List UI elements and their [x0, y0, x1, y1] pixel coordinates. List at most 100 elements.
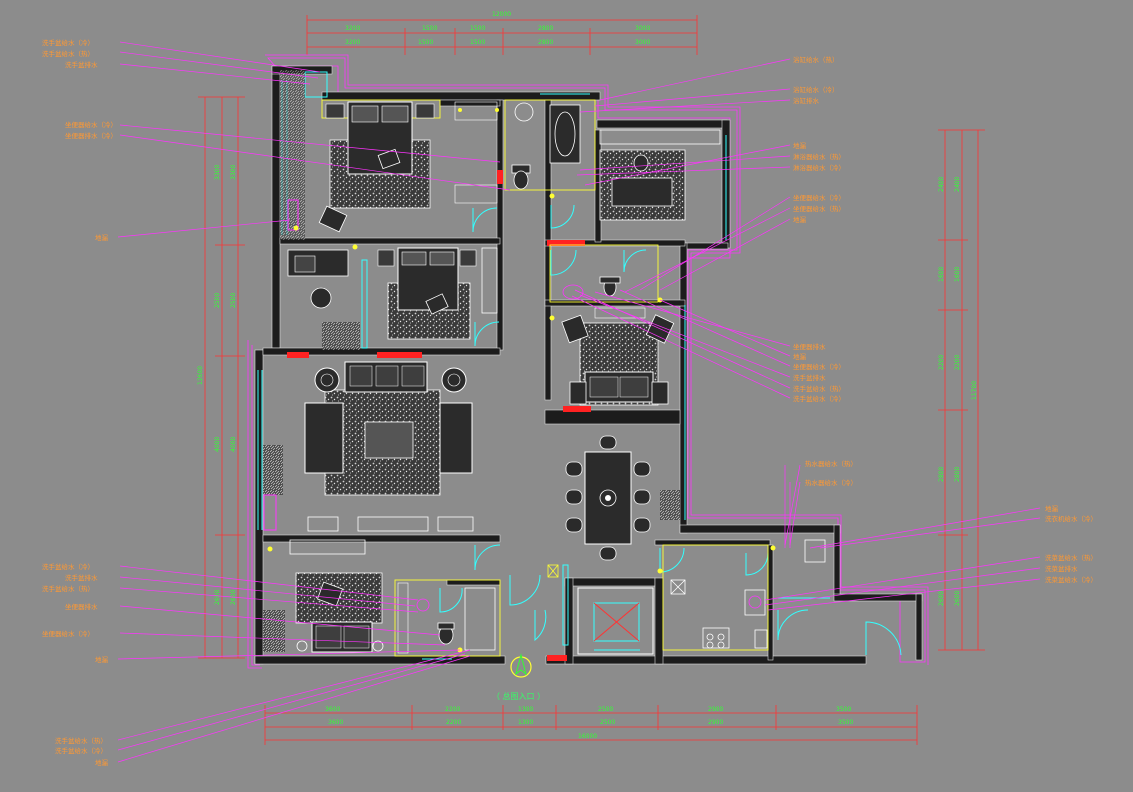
bottom-dimension-text: 3600 2200 1300 2500 2900 3500 3600 2200 …	[325, 706, 853, 740]
svg-text:2500: 2500	[230, 293, 237, 308]
svg-text:2200: 2200	[446, 719, 461, 726]
label-group-right-5: 热水器给水（热） 热水器给水（冷）	[805, 459, 857, 487]
label-left-bottom-5: 地漏	[95, 655, 109, 664]
svg-text:3500: 3500	[838, 719, 853, 726]
label-right4-1: 地漏	[793, 352, 807, 361]
svg-text:3200: 3200	[345, 25, 360, 32]
label-bottom-left-0: 洗手盆给水（热）	[55, 736, 107, 745]
columns	[287, 170, 591, 661]
label-group-right-top: 浴缸给水（热） 浴缸给水（冷） 浴缸排水	[793, 55, 839, 105]
svg-text:3600: 3600	[328, 719, 343, 726]
label-right7-1: 洗菜盆排水	[1045, 564, 1078, 573]
study-room	[561, 307, 675, 406]
svg-text:2600: 2600	[214, 590, 221, 605]
svg-text:3600: 3600	[325, 706, 340, 713]
label-left-bottom-1: 洗手盆排水	[65, 573, 98, 582]
svg-text:1300: 1300	[518, 706, 533, 713]
svg-text:2800: 2800	[954, 467, 961, 482]
svg-text:2900: 2900	[708, 706, 723, 713]
label-group-left-bottom: 洗手盆给水（冷） 洗手盆排水 洗手盆给水（热） 坐便器排水 坐便器给水（冷） 地…	[42, 562, 109, 664]
label-bottom-left-2: 地漏	[95, 758, 109, 767]
svg-text:2800: 2800	[938, 467, 945, 482]
label-left-top-1: 洗手盆给水（热）	[42, 49, 94, 58]
label-left-bottom-0: 洗手盆给水（冷）	[42, 562, 94, 571]
exterior-outline	[247, 54, 929, 669]
svg-text:4000: 4000	[230, 437, 237, 452]
svg-text:1500: 1500	[422, 25, 437, 32]
svg-text:2400: 2400	[954, 177, 961, 192]
svg-text:2600: 2600	[954, 591, 961, 606]
label-left-floor-drain: 地漏	[95, 233, 109, 242]
svg-text:1500: 1500	[418, 39, 433, 46]
living-room	[263, 361, 474, 532]
label-group-right-3: 坐便器给水（冷） 坐便器给水（热） 地漏	[793, 193, 845, 224]
svg-text:2400: 2400	[938, 177, 945, 192]
plan-caption: （ 总图入口 ）	[492, 691, 545, 701]
svg-text:2800: 2800	[538, 25, 553, 32]
label-right6-0: 地漏	[1045, 504, 1059, 513]
top-dimension-lines	[306, 15, 698, 55]
svg-text:1500: 1500	[470, 39, 485, 46]
label-right5-0: 热水器给水（热）	[805, 459, 857, 468]
svg-text:3200: 3200	[345, 39, 360, 46]
label-right3-2: 地漏	[793, 215, 807, 224]
label-left-top-2: 洗手盆排水	[65, 60, 98, 69]
right-dimension-text: 2400 2400 1600 1600 2200 2200 11700 2800…	[938, 177, 978, 606]
label-right6-1: 洗衣机给水（冷）	[1045, 514, 1097, 523]
label-right4-3: 洗手盆排水	[793, 373, 826, 382]
label-right7-0: 洗菜盆给水（热）	[1045, 553, 1097, 562]
label-right4-5: 洗手盆给水（冷）	[793, 394, 845, 403]
svg-text:12000: 12000	[492, 11, 511, 18]
dining-area	[565, 435, 680, 561]
label-left-bottom-4: 坐便器给水（冷）	[42, 629, 94, 638]
elevator-shaft	[547, 564, 654, 655]
svg-text:2200: 2200	[954, 355, 961, 370]
svg-text:2600: 2600	[938, 591, 945, 606]
north-arrow	[510, 653, 532, 678]
left-dimension-text: 3300 3300 2500 2500 12600 4000 4000 2600…	[197, 165, 237, 605]
bathroom-fixtures	[416, 102, 826, 651]
leader-lines	[117, 41, 1041, 763]
svg-text:1600: 1600	[938, 267, 945, 282]
svg-text:2500: 2500	[600, 719, 615, 726]
label-right4-2: 坐便器给水（冷）	[793, 362, 845, 371]
bottom-dimension-lines	[264, 705, 918, 745]
label-group-right-7: 洗菜盆给水（热） 洗菜盆排水 洗菜盆给水（冷）	[1045, 553, 1097, 584]
label-right2-1: 淋浴器给水（热）	[793, 152, 845, 161]
svg-text:3000: 3000	[635, 39, 650, 46]
svg-text:2200: 2200	[445, 706, 460, 713]
top-dimension-text: 12000 3200 1500 1500 2800 3000 3200 1500…	[345, 11, 650, 46]
bedroom-2	[287, 247, 498, 350]
bedroom-3	[263, 539, 409, 654]
doors	[361, 204, 902, 656]
label-right5-1: 热水器给水（冷）	[805, 478, 857, 487]
pipe-markers	[267, 108, 776, 653]
label-left-mid-1: 坐便器排水（冷）	[65, 131, 117, 140]
label-right3-0: 坐便器给水（冷）	[793, 193, 845, 202]
svg-text:3500: 3500	[836, 706, 851, 713]
label-right7-2: 洗菜盆给水（冷）	[1045, 575, 1097, 584]
label-right-top-0: 浴缸给水（热）	[793, 55, 839, 64]
label-bottom-left-1: 洗手盆给水（冷）	[55, 746, 107, 755]
label-left-top-0: 洗手盆给水（冷）	[42, 38, 94, 47]
svg-text:1500: 1500	[470, 25, 485, 32]
left-dimension-lines	[198, 96, 245, 659]
svg-text:3000: 3000	[635, 25, 650, 32]
label-right3-1: 坐便器给水（热）	[793, 204, 845, 213]
svg-text:3300: 3300	[230, 165, 237, 180]
label-group-right-6: 地漏 洗衣机给水（冷）	[1045, 504, 1097, 523]
label-right2-2: 淋浴器给水（冷）	[793, 163, 845, 172]
svg-text:4000: 4000	[214, 437, 221, 452]
svg-text:3300: 3300	[214, 165, 221, 180]
svg-text:16000: 16000	[578, 733, 597, 740]
svg-text:1600: 1600	[954, 267, 961, 282]
svg-text:1300: 1300	[518, 719, 533, 726]
label-group-left-mid: 坐便器给水（冷） 坐便器排水（冷） 地漏	[65, 120, 117, 242]
label-group-bottom-left: 洗手盆给水（热） 洗手盆给水（冷） 地漏	[55, 736, 109, 767]
label-group-left-top: 洗手盆给水（冷） 洗手盆给水（热） 洗手盆排水	[42, 38, 98, 69]
svg-text:2200: 2200	[938, 355, 945, 370]
label-group-right-2: 地漏 淋浴器给水（热） 淋浴器给水（冷）	[793, 141, 845, 172]
svg-text:2800: 2800	[538, 39, 553, 46]
